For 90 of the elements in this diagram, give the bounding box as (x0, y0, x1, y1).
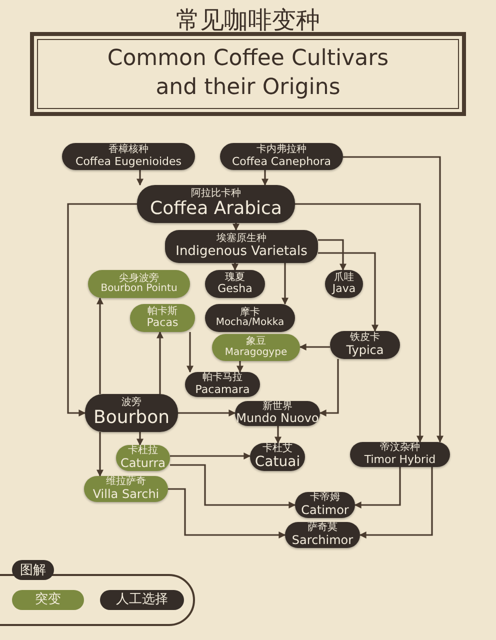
legend-heading: 图解 (12, 560, 54, 580)
latin-name: Sarchimor (292, 534, 354, 547)
latin-name: Indigenous Varietals (176, 244, 308, 259)
chinese-name: 象豆 (246, 337, 266, 348)
variety-pill (205, 270, 265, 298)
arrow (282, 263, 288, 305)
arrow (232, 223, 240, 231)
latin-name: Java (332, 283, 356, 296)
chinese-name: 爪哇 (334, 272, 354, 284)
arrow (96, 432, 104, 477)
latin-name: Pacamara (195, 384, 250, 396)
latin-name: Mundo Nuovo (236, 412, 319, 426)
arrow (359, 467, 433, 538)
variety-pill (116, 445, 170, 471)
chinese-name: 帝汶杂种 (380, 443, 420, 454)
chinese-name: 帕卡斯 (148, 306, 178, 318)
arrow (178, 410, 236, 416)
arrow (67, 203, 137, 416)
arrow (262, 170, 268, 186)
variety-pill (137, 185, 295, 223)
chinese-name: 尖身波旁 (119, 274, 159, 284)
arrow (186, 332, 194, 373)
latin-name: Caturra (120, 456, 166, 470)
chinese-name: 瑰夏 (225, 272, 245, 284)
arrow (236, 361, 244, 373)
variety-pill (220, 143, 343, 170)
variety-pill (212, 334, 300, 361)
latin-name: Mocha/Mokka (216, 318, 284, 328)
variety-pill (330, 331, 400, 359)
variety-pill (62, 143, 195, 170)
variety-pill (350, 442, 450, 467)
arrow (343, 156, 444, 443)
latin-name: Catuai (254, 454, 300, 470)
latin-name: Typica (346, 344, 384, 357)
arrow (168, 488, 286, 538)
arrow (96, 297, 104, 394)
chinese-name: 新世界 (262, 402, 292, 412)
arrow (170, 452, 251, 460)
variety-pill (295, 492, 355, 518)
chinese-name: 萨奇莫 (308, 523, 338, 534)
variety-pill (325, 270, 363, 298)
chinese-name: 波旁 (122, 398, 142, 409)
latin-name: Coffea Arabica (150, 200, 282, 219)
chinese-name: 摩卡 (240, 308, 260, 318)
chinese-name: 铁皮卡 (350, 333, 380, 344)
arrow (318, 252, 378, 332)
arrow (318, 239, 346, 271)
variety-pill (285, 522, 360, 548)
variety-pill (85, 394, 178, 432)
arrow (299, 344, 330, 350)
variety-pill (235, 401, 320, 426)
chinese-name: 维拉萨奇 (106, 477, 146, 488)
variety-pill (250, 443, 305, 471)
latin-name: Coffea Canephora (232, 156, 332, 168)
chart-title: 常见咖啡变种 (175, 5, 321, 36)
chinese-name: 帕卡马拉 (202, 373, 242, 384)
chinese-name: 埃塞原生种 (216, 234, 266, 245)
variety-pill (165, 230, 318, 263)
latin-name: Villa Sarchi (92, 488, 160, 501)
latin-name: Maragogype (224, 348, 288, 358)
latin-name: Gesha (218, 283, 252, 296)
latin-name: Timor Hybrid (364, 454, 436, 466)
variety-pill (185, 372, 260, 397)
chinese-name: 卡帝姆 (310, 493, 340, 504)
latin-name: Pacas (146, 317, 178, 330)
variety-pill (130, 304, 195, 332)
variety-pill (88, 270, 190, 298)
variety-pill (205, 304, 295, 332)
arrow (136, 170, 144, 186)
latin-name: Coffea Eugenioides (76, 156, 182, 168)
chinese-name: 阿拉比卡种 (191, 189, 241, 200)
latin-name: Bourbon Pointu (100, 284, 178, 294)
latin-name: Bourbon (93, 408, 170, 428)
arrow (319, 359, 339, 416)
variety-pill (84, 476, 168, 502)
heading-text: Common Coffee Cultivars and their Origins (106, 45, 390, 102)
latin-name: Catimor (301, 504, 349, 517)
arrow (354, 467, 401, 508)
arrow (170, 464, 296, 508)
chinese-name: 卡杜拉 (128, 446, 158, 457)
arrow (274, 426, 282, 444)
legend-swatch: 人工选择 (100, 590, 184, 610)
arrow (295, 203, 424, 443)
arrow (136, 432, 144, 446)
legend-swatch: 突变 (12, 590, 84, 610)
chinese-name: 卡内弗拉种 (256, 145, 306, 156)
chinese-name: 香樟核种 (108, 145, 148, 156)
arrow (232, 263, 238, 271)
arrow (156, 331, 164, 394)
chinese-name: 卡杜艾 (262, 444, 292, 455)
